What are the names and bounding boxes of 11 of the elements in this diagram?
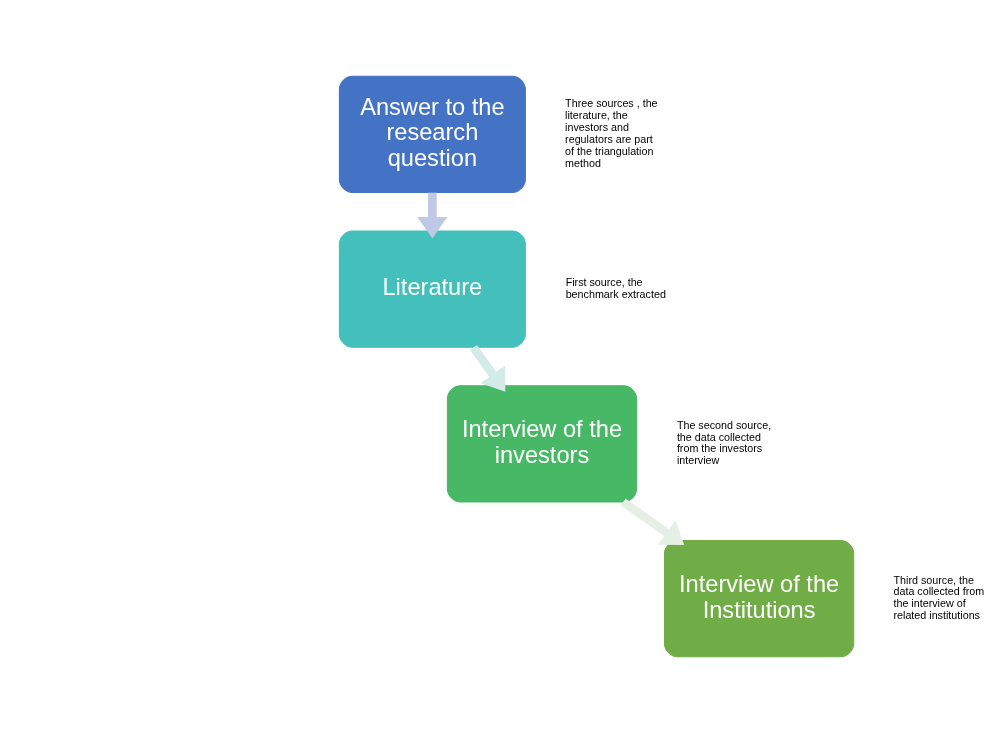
node-box: Answer to the research question — [338, 75, 526, 193]
node-box: Literature — [338, 230, 526, 348]
node-box: Interview of the Institutions — [664, 540, 855, 658]
node-label: The second source, the data collected from the investors interview — [676, 418, 772, 467]
node-label: Third source, the data collected from the interview of related institutions — [893, 573, 985, 622]
node-label: First source, the benchmark extracted — [565, 275, 666, 300]
arrow — [417, 192, 448, 239]
node-label: Three sources , the literature, the investors and regulators are part of the triangulation method — [565, 97, 658, 169]
node-box: Interview of the investors — [446, 385, 638, 503]
arrow — [470, 344, 506, 392]
arrow — [620, 498, 685, 545]
